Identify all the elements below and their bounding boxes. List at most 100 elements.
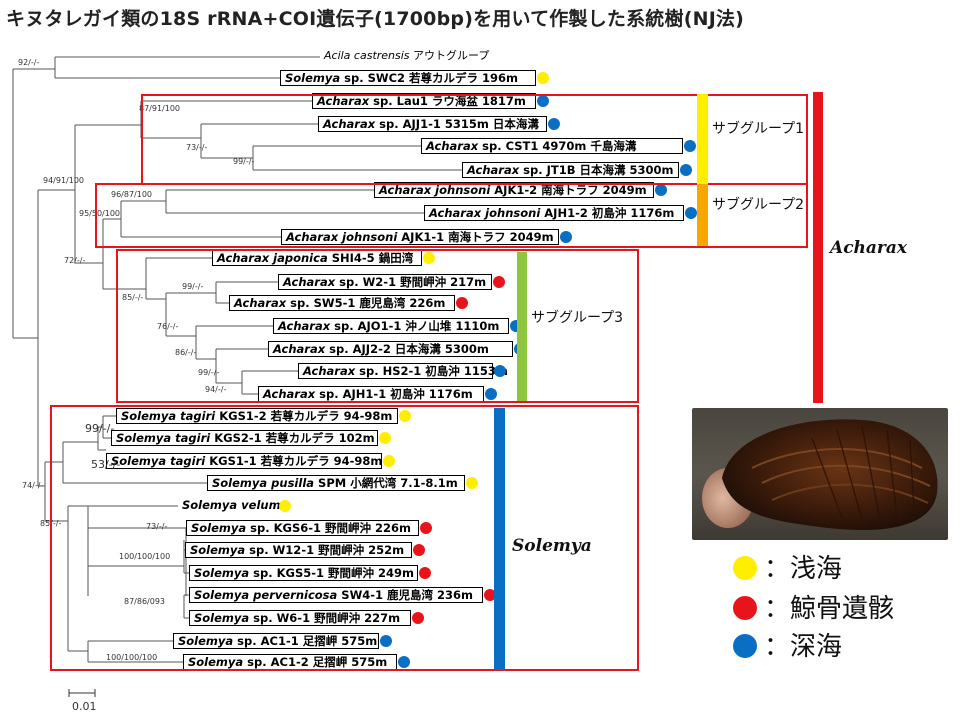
- habitat-dot-3: [537, 95, 549, 107]
- leaf-detail: sp. AC1-1 足摺岬 575m: [233, 634, 378, 648]
- habitat-dot-26: [412, 612, 424, 624]
- leaf-detail: sp. AJO1-1 沖ノ山堆 1110m: [330, 319, 500, 333]
- bootstrap-value: 92/-/-: [18, 58, 40, 67]
- leaf-detail: sp. AJH1-1 初島沖 1176m: [315, 387, 473, 401]
- bootstrap-value: 72/-/-: [64, 256, 86, 265]
- legend-dot-deep: [733, 634, 757, 658]
- bootstrap-value: 94/-/-: [205, 385, 227, 394]
- leaf-detail: sp. W2-1 野間岬沖 217m: [335, 275, 487, 289]
- leaf-genus: Acharax: [263, 387, 316, 401]
- leaf-label-24: Solemya sp. KGS5-1 野間岬沖 249m: [189, 565, 418, 581]
- leaf-genus: Acharax: [426, 139, 479, 153]
- leaf-genus: Solemya: [188, 655, 244, 669]
- leaf-genus: Acharax: [283, 275, 336, 289]
- leaf-label-27: Solemya sp. AC1-1 足摺岬 575m: [173, 633, 379, 649]
- leaf-detail: sp. SWC2 若尊カルデラ 196m: [340, 71, 519, 85]
- subgroup3-label: サブグループ3: [531, 310, 624, 326]
- habitat-dot-16: [485, 388, 497, 400]
- habitat-dot-17: [399, 410, 411, 422]
- leaf-detail: AJH1-2 初島沖 1176m: [540, 206, 675, 220]
- leaf-detail: sp. W6-1 野間岬沖 227m: [249, 611, 401, 625]
- habitat-dot-5: [684, 140, 696, 152]
- leaf-detail: sp. AC1-2 足摺岬 575m: [243, 655, 388, 669]
- leaf-detail: sp. Lau1 ラウ海盆 1817m: [369, 94, 526, 108]
- leaf-genus: Acharax johnsoni: [429, 206, 541, 220]
- scale-bar: [68, 689, 96, 697]
- leaf-genus: Solemya pervernicosa: [194, 588, 338, 602]
- habitat-dot-28: [398, 656, 410, 668]
- leaf-genus: Solemya: [178, 634, 234, 648]
- leaf-label-26: Solemya sp. W6-1 野間岬沖 227m: [189, 610, 411, 626]
- habitat-dot-24: [419, 567, 431, 579]
- bootstrap-value: 73/-/-: [186, 143, 208, 152]
- bootstrap-value: 73/-/-: [146, 522, 168, 531]
- bootstrap-value: 87/91/100: [139, 104, 181, 113]
- subgroup2-bar: [697, 184, 708, 246]
- leaf-genus: Solemya velum: [182, 498, 281, 512]
- leaf-detail: SHI4-5 鍋田湾: [327, 251, 414, 265]
- leaf-genus: Acharax: [317, 94, 370, 108]
- leaf-genus: Acharax: [303, 364, 356, 378]
- leaf-genus: Solemya: [194, 611, 250, 625]
- leaf-detail: SPM 小網代湾 7.1-8.1m: [314, 476, 458, 490]
- legend-label-shallow: ：浅海: [764, 554, 843, 584]
- leaf-genus: Solemya tagiri: [111, 454, 206, 468]
- subgroup3-bar: [517, 252, 527, 401]
- leaf-label-17: Solemya tagiri KGS1-2 若尊カルデラ 94-98m: [116, 408, 398, 424]
- leaf-genus: Acharax johnsoni: [379, 183, 491, 197]
- bootstrap-value: 100/100/100: [106, 653, 158, 662]
- leaf-label-19: Solemya tagiri KGS1-1 若尊カルデラ 94-98m: [106, 453, 382, 469]
- clam-photo: [692, 408, 948, 540]
- bootstrap-value: 53/-/-: [91, 458, 121, 471]
- habitat-dot-19: [383, 455, 395, 467]
- figure-title: キヌタレガイ類の18S rRNA+COI遺伝子(1700bp)を用いて作製した系…: [6, 8, 745, 30]
- subgroup1-bar: [697, 94, 708, 184]
- acharax-bar: [813, 92, 823, 403]
- solemya-clade-label: Solemya: [512, 536, 592, 556]
- habitat-dot-27: [380, 635, 392, 647]
- leaf-detail: sp. AJJ1-1 5315m 日本海溝: [375, 117, 539, 131]
- leaf-label-23: Solemya sp. W12-1 野間岬沖 252m: [185, 542, 412, 558]
- habitat-dot-15: [494, 365, 506, 377]
- legend-label-whale: ：鯨骨遺骸: [764, 594, 895, 624]
- habitat-dot-2: [537, 72, 549, 84]
- leaf-genus: Acharax: [234, 296, 287, 310]
- leaf-detail: sp. SW5-1 鹿児島湾 226m: [286, 296, 446, 310]
- bootstrap-value: 94/91/100: [43, 176, 85, 185]
- subgroup1-label: サブグループ1: [712, 121, 805, 137]
- bootstrap-value: 95/50/100: [79, 209, 121, 218]
- bootstrap-value: 86/-/-: [175, 348, 197, 357]
- leaf-detail: sp. KGS5-1 野間岬沖 249m: [249, 566, 415, 580]
- leaf-label-10: Acharax japonica SHI4-5 鍋田湾: [212, 250, 422, 266]
- leaf-detail: KGS2-1 若尊カルデラ 102m: [210, 431, 375, 445]
- leaf-label-12: Acharax sp. SW5-1 鹿児島湾 226m: [229, 295, 455, 311]
- bootstrap-value: 87/86/093: [124, 597, 166, 606]
- leaf-detail: sp. KGS6-1 野間岬沖 226m: [246, 521, 412, 535]
- leaf-genus: Solemya tagiri: [121, 409, 216, 423]
- leaf-label-13: Acharax sp. AJO1-1 沖ノ山堆 1110m: [273, 318, 509, 334]
- leaf-detail: sp. JT1B 日本海溝 5300m: [519, 163, 674, 177]
- leaf-genus: Acharax: [273, 342, 326, 356]
- leaf-genus: Acharax: [467, 163, 520, 177]
- habitat-dot-6: [680, 164, 692, 176]
- habitat-dot-21: [279, 500, 291, 512]
- leaf-detail: KGS1-2 若尊カルデラ 94-98m: [215, 409, 393, 423]
- bootstrap-value: 100/100/100: [119, 552, 171, 561]
- habitat-dot-11: [493, 276, 505, 288]
- leaf-detail: SW4-1 鹿児島湾 236m: [337, 588, 474, 602]
- leaf-detail: KGS1-1 若尊カルデラ 94-98m: [205, 454, 383, 468]
- leaf-label-2: Solemya sp. SWC2 若尊カルデラ 196m: [280, 70, 536, 86]
- leaf-label-1: Acila castrensis アウトグループ: [320, 49, 491, 65]
- leaf-label-18: Solemya tagiri KGS2-1 若尊カルデラ 102m: [111, 430, 378, 446]
- bootstrap-value: 99/-/-: [85, 422, 115, 435]
- leaf-genus: Solemya: [194, 566, 250, 580]
- leaf-genus: Acila castrensis: [324, 49, 410, 62]
- habitat-dot-10: [423, 252, 435, 264]
- legend-dot-shallow: [733, 556, 757, 580]
- bootstrap-value: 99/-/-: [198, 368, 220, 377]
- leaf-label-6: Acharax sp. JT1B 日本海溝 5300m: [462, 162, 679, 178]
- leaf-detail: sp. CST1 4970m 千島海溝: [478, 139, 637, 153]
- bootstrap-value: 76/-/-: [157, 322, 179, 331]
- leaf-detail: AJK1-1 南海トラフ 2049m: [397, 230, 554, 244]
- leaf-genus: Acharax: [278, 319, 331, 333]
